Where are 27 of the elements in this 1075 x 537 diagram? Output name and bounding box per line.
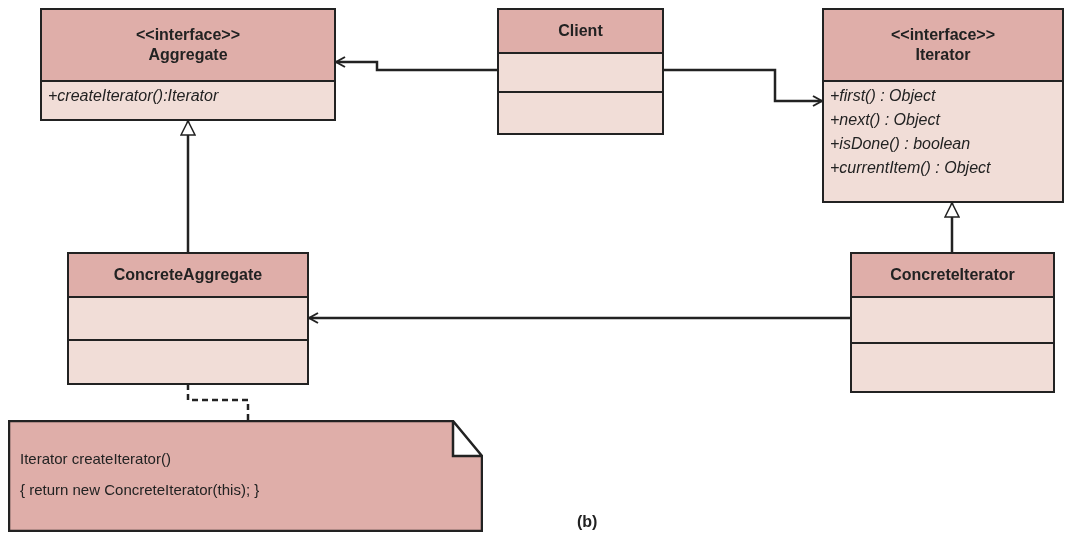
note-text: { return new ConcreteIterator(this); }	[20, 481, 260, 498]
association-arrow	[664, 68, 823, 107]
class-box	[497, 8, 664, 135]
note-text: Iterator createIterator()	[20, 450, 171, 467]
class-box	[40, 8, 336, 121]
association-arrow	[308, 312, 850, 324]
class-name: ConcreteIterator	[890, 265, 1015, 285]
operation-text: +currentItem() : Object	[830, 158, 991, 178]
class-box	[67, 252, 309, 385]
association-arrow	[335, 56, 497, 72]
stereotype-label: <<interface>>	[890, 25, 996, 45]
operation-text: +isDone() : boolean	[830, 134, 971, 154]
operation-text: +first() : Object	[830, 86, 936, 106]
note-connector	[186, 385, 250, 420]
class-name: Aggregate	[148, 45, 228, 65]
class-name: Client	[558, 21, 603, 41]
operation-text: +createIterator():Iterator	[48, 86, 219, 106]
generalization-arrow	[944, 202, 960, 252]
class-name: Iterator	[915, 45, 971, 65]
class-box	[822, 8, 1064, 203]
stereotype-label: <<interface>>	[135, 25, 241, 45]
class-name: ConcreteAggregate	[113, 265, 263, 285]
generalization-arrow	[180, 120, 196, 252]
figure-label: (b)	[577, 513, 598, 531]
class-box	[850, 252, 1055, 393]
operation-text: +next() : Object	[830, 110, 940, 130]
note-box	[8, 420, 483, 532]
